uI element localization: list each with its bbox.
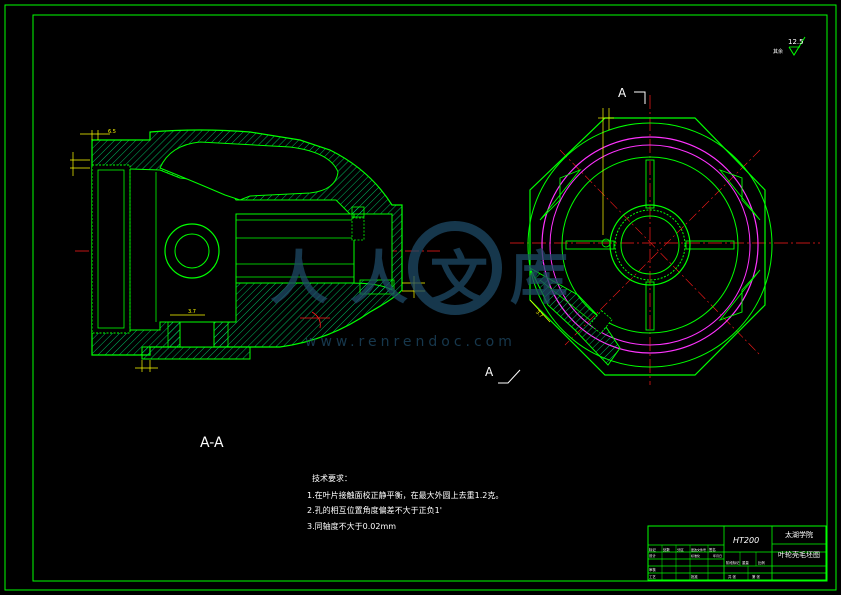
hub-bore (620, 215, 680, 275)
dim-6-5-label: 6.5 (108, 129, 116, 135)
cut-marker-top (634, 91, 646, 104)
tech-title: 技术要求： (312, 473, 352, 483)
tb-label-total: 共 张 (728, 574, 736, 579)
bore-step-dotted (351, 217, 365, 241)
dimensions-left: 6.5 3.7 (70, 129, 425, 372)
base-plate (141, 346, 251, 360)
upper-pocket (159, 141, 339, 201)
roughness-note: 其余 (773, 48, 783, 55)
section-label: A-A (200, 435, 224, 451)
inner-ring (561, 156, 739, 334)
tb-label-weight: 重量 (742, 560, 749, 565)
school-name: 太湖学院 (785, 530, 813, 539)
roughness-value: 12.5 (788, 38, 804, 46)
tb-label-date: 年月日 (713, 553, 722, 558)
hub-outer (609, 204, 691, 286)
title-block: HT200 太湖学院 叶轮壳毛坯图 标记 处数 分区 更改文件号 签名 年月日 … (647, 525, 827, 581)
watermark-logo-ring (408, 221, 502, 315)
hub-small-circle (601, 238, 611, 248)
roughness-symbol: 12.5 其余 (773, 36, 806, 56)
tech-requirements: 技术要求： 1.在叶片接触面校正静平衡，在最大外圆上去重1.2克。 2.孔的相互… (307, 473, 503, 531)
tb-label-design: 设计 (649, 553, 656, 558)
inner-frame (32, 14, 828, 582)
octagon-outline (529, 117, 766, 376)
dim-3-7-b-label: 3.7 (534, 309, 544, 319)
tb-label-mark: 标记 (649, 547, 656, 552)
tb-label-change: 更改文件号 (691, 547, 706, 552)
tb-label-audit: 审核 (649, 567, 656, 572)
horizontal-bore (235, 213, 355, 284)
cut-marker-bottom (498, 369, 521, 384)
tech-item-2: 2.孔的相互位置角度偏差不大于正负1' (307, 505, 442, 515)
hidden-circle-inner (549, 144, 751, 346)
cut-label-top: A (618, 86, 627, 100)
tb-label-approve: 批准 (691, 574, 698, 579)
tb-label-craft: 工艺 (649, 574, 656, 579)
tb-label-sheet: 第 张 (752, 574, 760, 579)
watermark-text: 人人文库 (270, 244, 590, 312)
tb-label-stage: 阶段标记 (726, 560, 740, 565)
hub-dotted (614, 209, 686, 281)
tb-label-ratio: 比例 (758, 560, 765, 565)
bottom-boss (179, 321, 215, 348)
watermark: 人人文库 www.renrendoc.com (270, 221, 590, 350)
watermark-url: www.renrendoc.com (305, 334, 516, 350)
tb-label-count: 处数 (663, 547, 670, 552)
end-view: 3.7 A A (485, 86, 820, 385)
broken-section (528, 266, 621, 366)
outer-frame (4, 4, 837, 591)
hidden-circle-outer (541, 136, 759, 354)
tb-label-sign: 签名 (709, 547, 716, 552)
bore-step-upper (351, 206, 365, 218)
tech-item-1: 1.在叶片接触面校正静平衡，在最大外圆上去重1.2克。 (307, 490, 503, 500)
tech-item-3: 3.同轴度不大于0.02mm (307, 521, 396, 531)
bore-step-lower (359, 279, 395, 295)
cut-label-bottom: A (485, 365, 494, 379)
boss-circle-inner (174, 233, 210, 269)
part-name: 叶轮壳毛坯图 (778, 550, 820, 559)
outer-circle (527, 122, 773, 368)
tb-label-zone: 分区 (677, 547, 684, 552)
boss-circle-outer (164, 223, 220, 279)
tb-label-standard: 标准化 (691, 553, 700, 558)
dim-3-7-label: 3.7 (188, 309, 196, 315)
section-view-a-a: 6.5 3.7 A-A (70, 129, 440, 451)
material-text: HT200 (733, 536, 759, 545)
